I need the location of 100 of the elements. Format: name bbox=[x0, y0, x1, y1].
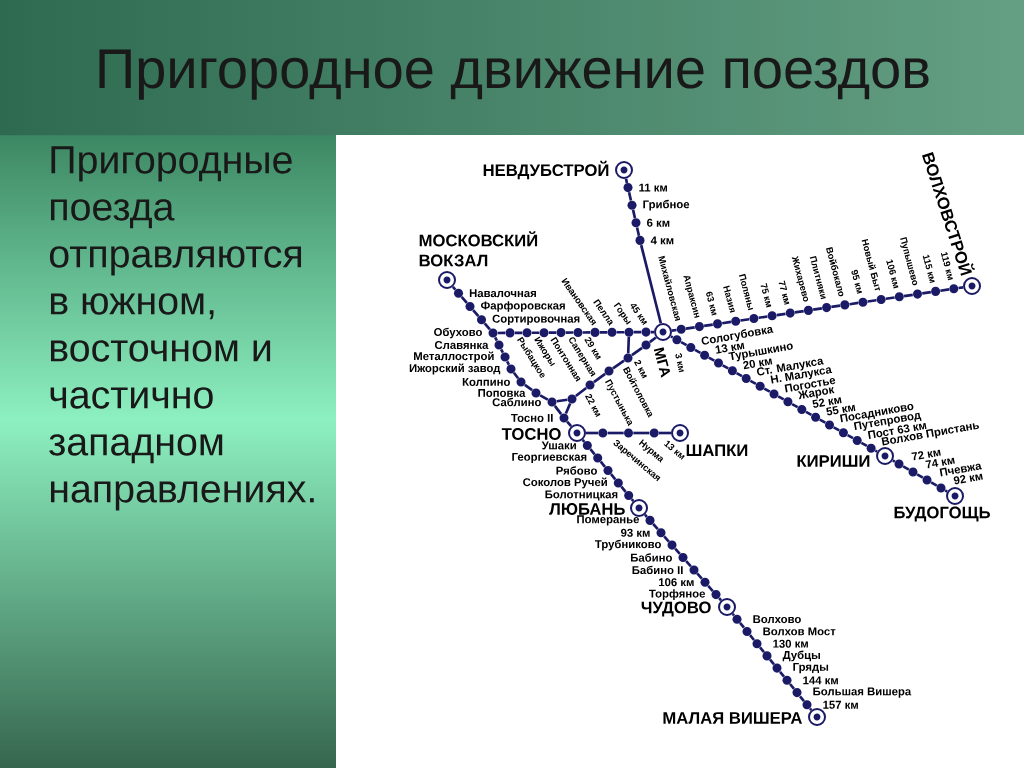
major-station-name: МОСКОВСКИЙ ВОКЗАЛ bbox=[419, 231, 538, 267]
rail-line bbox=[483, 322, 491, 331]
major-station-name: ШАПКИ bbox=[686, 444, 748, 457]
rail-line bbox=[696, 572, 703, 580]
rail-line bbox=[740, 317, 750, 322]
rail-line bbox=[685, 560, 692, 568]
major-station-name: БУДОГОЩЬ bbox=[894, 506, 990, 522]
rail-line bbox=[749, 634, 755, 641]
major-station-name: ТОСНО bbox=[501, 428, 561, 440]
rail-line bbox=[599, 460, 606, 468]
rail-line bbox=[789, 683, 795, 690]
rail-line bbox=[635, 227, 641, 236]
rail-line bbox=[633, 330, 642, 334]
rail-line bbox=[505, 360, 511, 366]
station-name: Волхово bbox=[753, 615, 801, 624]
station-name: Гряды bbox=[793, 663, 829, 674]
rail-line bbox=[833, 426, 840, 432]
station-name: Бабино II bbox=[632, 565, 683, 575]
rail-line bbox=[539, 394, 549, 401]
rail-line bbox=[944, 489, 948, 493]
rail-line bbox=[589, 448, 596, 456]
rail-line bbox=[759, 646, 765, 654]
station-name: Тосно II bbox=[511, 414, 553, 422]
station-name: 130 км bbox=[773, 639, 808, 648]
rail-line bbox=[718, 597, 723, 602]
rail-line bbox=[524, 383, 533, 392]
rail-line bbox=[739, 622, 745, 629]
rail-line bbox=[499, 348, 505, 354]
station-name: 95 км bbox=[851, 269, 862, 294]
rail-line bbox=[460, 295, 468, 304]
station-name: Навалочная bbox=[469, 289, 536, 298]
rail-line bbox=[649, 336, 657, 344]
rail-line bbox=[763, 387, 771, 393]
station-name: Волхов Мост bbox=[763, 627, 836, 636]
station-name: 6 км bbox=[647, 218, 670, 227]
station-name: Георгиевская bbox=[512, 452, 587, 464]
rail-line bbox=[731, 613, 735, 617]
station-name: Колпино bbox=[462, 378, 510, 386]
rail-line bbox=[607, 431, 624, 435]
major-station-name: МГА bbox=[653, 347, 671, 378]
station-name: Славянка bbox=[434, 341, 489, 349]
station-name: Дубцы bbox=[782, 650, 820, 662]
rail-line bbox=[885, 296, 895, 301]
rail-line bbox=[735, 371, 743, 378]
station-name: 157 км bbox=[823, 700, 858, 709]
station-name: 13 км bbox=[663, 440, 685, 460]
station-name: 144 км bbox=[803, 676, 838, 685]
rail-line bbox=[566, 420, 573, 428]
rail-line bbox=[902, 465, 910, 471]
rail-line bbox=[758, 315, 768, 320]
rail-line bbox=[631, 209, 637, 219]
station-name: Померанье bbox=[577, 515, 640, 526]
station-name: 75 км bbox=[760, 283, 772, 308]
station-name: Металлострой bbox=[414, 351, 494, 363]
rail-line bbox=[849, 301, 859, 306]
major-station-name: ЛЮБАНЬ bbox=[549, 503, 625, 515]
rail-line bbox=[663, 535, 670, 543]
rail-line bbox=[779, 670, 785, 678]
rail-line bbox=[626, 336, 631, 354]
rail-line bbox=[940, 288, 950, 293]
rail-line bbox=[680, 340, 688, 347]
rail-line bbox=[707, 584, 714, 592]
rail-line bbox=[548, 331, 557, 334]
rail-line bbox=[722, 364, 729, 370]
station-name: Рябово bbox=[556, 466, 597, 475]
station-name: 77 км bbox=[778, 280, 790, 305]
station-name: 3 км bbox=[675, 353, 684, 373]
rail-line bbox=[708, 356, 715, 362]
rail-line bbox=[703, 323, 713, 328]
rail-line bbox=[930, 481, 938, 487]
rail-line bbox=[624, 178, 629, 184]
station-name: Большая Вишера bbox=[813, 687, 912, 698]
station-name: Трубниково bbox=[594, 539, 661, 551]
station-name: 63 км bbox=[706, 291, 717, 316]
rail-line bbox=[497, 331, 506, 335]
rail-line bbox=[574, 386, 588, 398]
station-name: Поляны bbox=[739, 273, 754, 311]
rail-line bbox=[799, 695, 805, 702]
rail-line bbox=[831, 304, 841, 309]
rail-line bbox=[794, 309, 804, 314]
station-name: Назия bbox=[723, 285, 735, 313]
rail-line bbox=[867, 298, 877, 303]
station-name: Болотницкая bbox=[545, 490, 618, 501]
rail-line bbox=[860, 441, 868, 448]
rail-line bbox=[586, 431, 598, 435]
station-name: Ижорский завод bbox=[409, 363, 501, 375]
rail-line bbox=[610, 473, 617, 481]
rail-line bbox=[670, 335, 674, 339]
rail-line bbox=[652, 523, 659, 531]
rail-line bbox=[671, 328, 677, 332]
station-name: Саблино bbox=[492, 397, 541, 407]
rail-line bbox=[685, 326, 695, 330]
major-station-name: МАЛАЯ ВИШЕРА bbox=[663, 712, 802, 724]
rail-line bbox=[616, 330, 625, 334]
rail-line bbox=[903, 293, 913, 298]
station-name: Грибное bbox=[643, 199, 690, 211]
station-name: Торфяное bbox=[649, 589, 706, 600]
rail-line bbox=[674, 547, 681, 555]
station-name: Поповка bbox=[478, 389, 526, 397]
rail-line bbox=[556, 398, 568, 403]
